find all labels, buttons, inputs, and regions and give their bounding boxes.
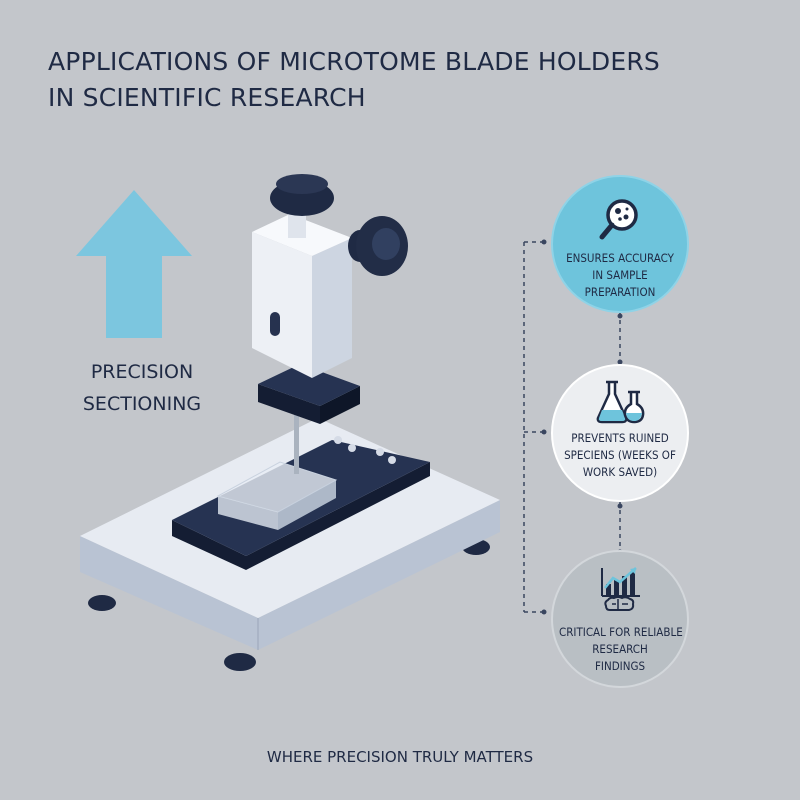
title-line-1: APPLICATIONS OF MICROTOME BLADE HOLDERS bbox=[48, 47, 660, 76]
benefit-3-line-1: CRITICAL FOR RELIABLE bbox=[559, 625, 683, 639]
left-label-line-1: PRECISION bbox=[90, 361, 194, 383]
title-line-2: IN SCIENTIFIC RESEARCH bbox=[48, 83, 366, 112]
screw bbox=[376, 448, 384, 456]
screw bbox=[388, 456, 396, 464]
footer-tagline: WHERE PRECISION TRULY MATTERS bbox=[266, 748, 534, 766]
blade-holder-top bbox=[258, 364, 360, 406]
foot bbox=[224, 653, 256, 671]
benefit-3-line-3: FINDINGS bbox=[594, 659, 646, 673]
benefit-2-line-1: PREVENTS RUINED bbox=[571, 431, 669, 445]
flasks-icon bbox=[596, 380, 645, 424]
body-side bbox=[312, 238, 352, 378]
base-plate-side bbox=[80, 500, 500, 650]
left-label-line-2: SECTIONING bbox=[82, 393, 202, 415]
benefit-accuracy: ENSURES ACCURACY IN SAMPLE PREPARATION bbox=[551, 175, 689, 313]
blade-holder-side bbox=[320, 386, 360, 424]
indicator-slot bbox=[270, 312, 280, 336]
up-arrow-icon bbox=[76, 190, 192, 338]
benefit-3-line-2: RESEARCH bbox=[592, 642, 648, 656]
blade-holder-front bbox=[258, 384, 320, 424]
precision-sectioning-label: PRECISION SECTIONING bbox=[62, 356, 222, 420]
benefit-reliable-findings: CRITICAL FOR RELIABLE RESEARCH FINDINGS bbox=[551, 550, 689, 688]
benefit-specimens: PREVENTS RUINED SPECIENS (WEEKS OF WORK … bbox=[551, 364, 689, 502]
screw bbox=[348, 444, 356, 452]
screw bbox=[334, 436, 342, 444]
benefit-1-line-2: IN SAMPLE bbox=[592, 268, 648, 282]
foot bbox=[88, 595, 116, 611]
magnifier-icon bbox=[599, 199, 638, 240]
blade bbox=[294, 404, 299, 474]
page-title: APPLICATIONS OF MICROTOME BLADE HOLDERS … bbox=[48, 44, 748, 116]
benefit-2-line-2: SPECIENS (WEEKS OF bbox=[564, 448, 676, 462]
benefit-1-line-1: ENSURES ACCURACY bbox=[566, 251, 674, 265]
body-front bbox=[252, 232, 312, 378]
benefit-2-line-3: WORK SAVED) bbox=[582, 465, 658, 479]
benefit-1-line-3: PREPARATION bbox=[584, 285, 656, 299]
chart-brain-icon bbox=[601, 567, 640, 611]
